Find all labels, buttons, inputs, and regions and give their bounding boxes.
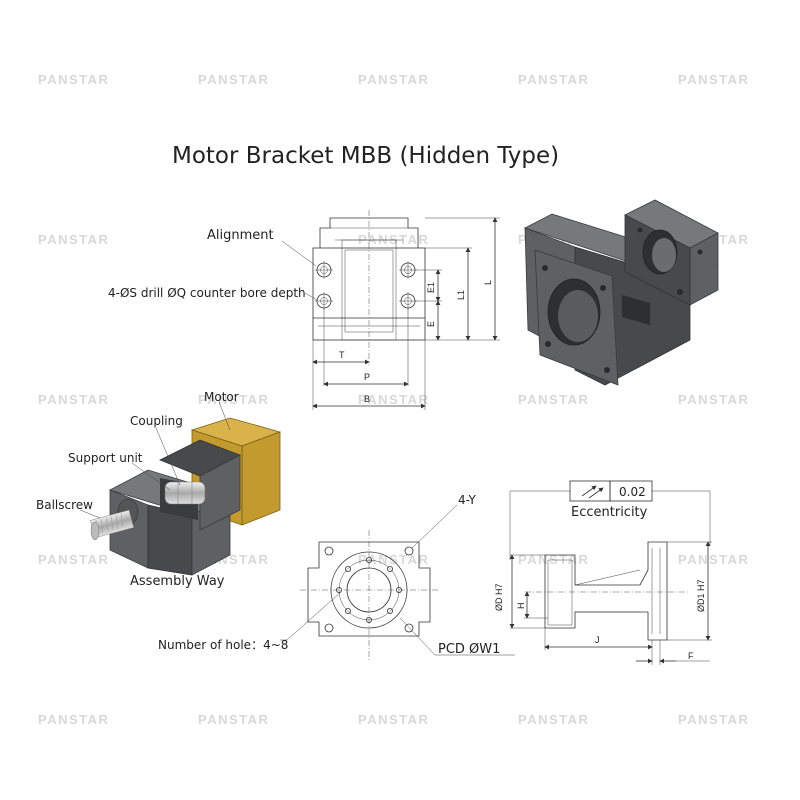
watermark: PANSTAR (198, 712, 269, 727)
watermark: PANSTAR (38, 552, 109, 567)
watermark: PANSTAR (678, 392, 749, 407)
dim-t: T (339, 350, 345, 360)
dim-h: H (516, 603, 526, 610)
hole-count-label: Number of hole：4~8 (158, 638, 288, 652)
flange-view-drawing (280, 504, 515, 660)
ballscrew-label: Ballscrew (36, 498, 93, 512)
dim-j: J (595, 635, 600, 645)
assembly-illustration (79, 401, 282, 576)
pcd-label: PCD ØW1 (438, 642, 500, 657)
dim-d: ØD H7 (494, 583, 504, 611)
watermark: PANSTAR (518, 712, 589, 727)
watermark: PANSTAR (358, 392, 429, 407)
dim-b: B (364, 394, 370, 404)
tap-count-label: 4-Y (458, 493, 477, 507)
watermark: PANSTAR (358, 72, 429, 87)
motor-label: Motor (204, 390, 239, 404)
watermark: PANSTAR (198, 392, 269, 407)
hole-spec-label: 4-ØS drill ØQ counter bore depth (108, 286, 306, 300)
dim-d1: ØD1 H7 (696, 579, 706, 612)
watermark-grid: PANSTAR PANSTAR PANSTAR PANSTAR PANSTAR … (38, 72, 749, 727)
watermark: PANSTAR (518, 72, 589, 87)
dim-p: P (364, 372, 370, 382)
dim-l1: L1 (456, 290, 466, 300)
watermark: PANSTAR (678, 552, 749, 567)
watermark: PANSTAR (678, 712, 749, 727)
front-view-drawing: E1 E L1 L T P B (281, 210, 500, 410)
assembly-caption: Assembly Way (130, 574, 225, 589)
watermark: PANSTAR (358, 232, 429, 247)
bracket-3d-render (523, 199, 719, 386)
side-section-drawing: ØD H7 ØD1 H7 H J F (494, 480, 712, 665)
watermark: PANSTAR (358, 712, 429, 727)
tolerance-value: 0.02 (619, 485, 646, 499)
watermark: PANSTAR (518, 552, 589, 567)
watermark: PANSTAR (198, 72, 269, 87)
watermark: PANSTAR (518, 392, 589, 407)
dim-e1: E1 (426, 282, 436, 293)
eccentricity-label: Eccentricity (571, 505, 648, 520)
dim-l: L (483, 280, 493, 285)
alignment-label: Alignment (207, 228, 274, 243)
watermark: PANSTAR (38, 392, 109, 407)
watermark: PANSTAR (358, 552, 429, 567)
coupling-label: Coupling (130, 414, 183, 428)
dim-e: E (426, 321, 436, 327)
dim-f: F (688, 651, 694, 661)
watermark: PANSTAR (678, 72, 749, 87)
watermark: PANSTAR (38, 72, 109, 87)
watermark: PANSTAR (38, 232, 109, 247)
watermark: PANSTAR (38, 712, 109, 727)
support-unit-label: Support unit (68, 451, 143, 465)
page-title: Motor Bracket MBB (Hidden Type) (172, 143, 559, 169)
